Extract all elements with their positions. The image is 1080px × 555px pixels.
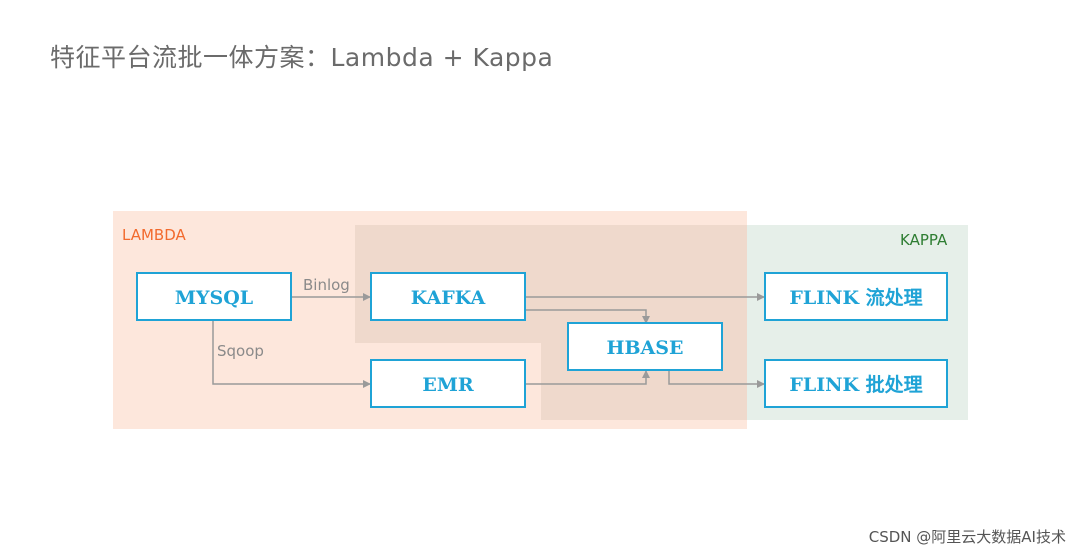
node-hbase-label: HBASE [607,337,684,359]
edge-mysql-emr [212,321,371,388]
watermark: CSDN @阿里云大数据AI技术 [868,528,1066,546]
node-flink-stream-label: FLINK 流处理 [789,286,922,309]
node-hbase: HBASE [567,322,723,371]
node-kafka-label: KAFKA [411,287,486,309]
edge-label-sqoop: Sqoop [217,342,264,360]
page-title: 特征平台流批一体方案：Lambda + Kappa [50,43,554,72]
edge-hbase-flink-batch [668,371,765,388]
kappa-label: KAPPA [900,231,948,249]
node-emr: EMR [370,359,526,408]
edge-kafka-hbase [525,309,650,324]
node-kafka: KAFKA [370,272,526,321]
node-mysql-label: MYSQL [175,287,253,309]
edge-emr-hbase [525,370,650,385]
node-mysql: MYSQL [136,272,292,321]
lambda-label: LAMBDA [122,226,186,244]
node-emr-label: EMR [422,374,474,396]
node-flink-batch: FLINK 批处理 [764,359,948,408]
node-flink-stream: FLINK 流处理 [764,272,948,321]
edge-label-binlog: Binlog [303,276,350,294]
node-flink-batch-label: FLINK 批处理 [789,373,922,396]
